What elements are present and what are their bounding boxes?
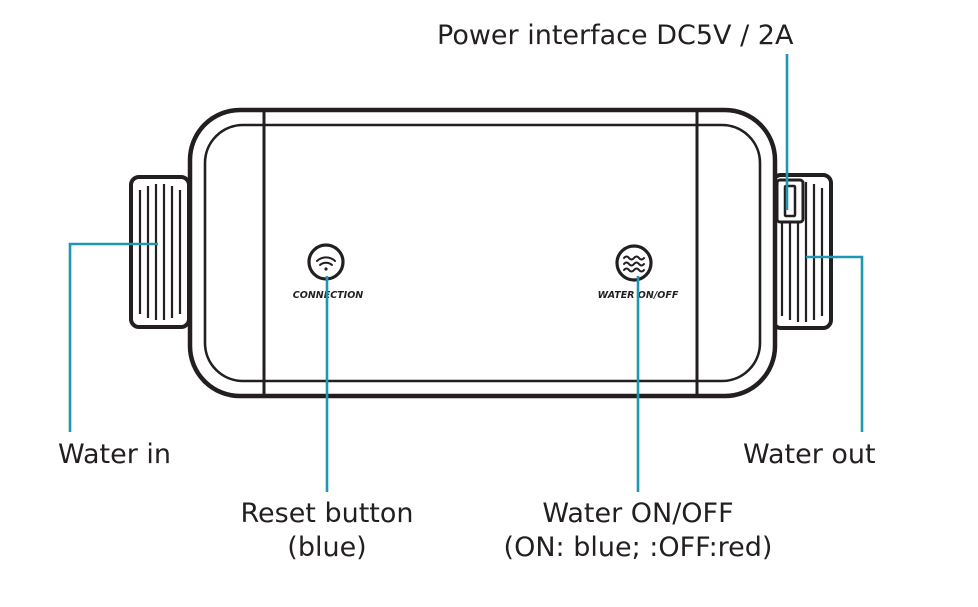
leader-water-in	[68, 242, 158, 432]
reset-button-label: Reset button (blue)	[212, 497, 442, 565]
water-in-connector	[129, 175, 191, 329]
power-port	[775, 178, 805, 224]
water-in-label: Water in	[58, 439, 172, 470]
reset-button-label-line1: Reset button	[240, 498, 414, 529]
water-waves-icon	[623, 255, 645, 273]
water-onoff-label-line1: Water ON/OFF	[542, 498, 734, 529]
water-onoff-label-line2: (ON: blue; :OFF:red)	[503, 532, 773, 563]
leader-water-out	[806, 255, 864, 432]
leader-lines	[68, 54, 864, 492]
reset-button-label-line2: (blue)	[287, 532, 367, 563]
power-interface-label: Power interface DC5V / 2A	[437, 20, 794, 51]
water-out-label: Water out	[743, 439, 876, 470]
device-body	[187, 107, 778, 399]
water-onoff-label: Water ON/OFF (ON: blue; :OFF:red)	[478, 497, 798, 565]
wifi-icon	[316, 256, 336, 271]
